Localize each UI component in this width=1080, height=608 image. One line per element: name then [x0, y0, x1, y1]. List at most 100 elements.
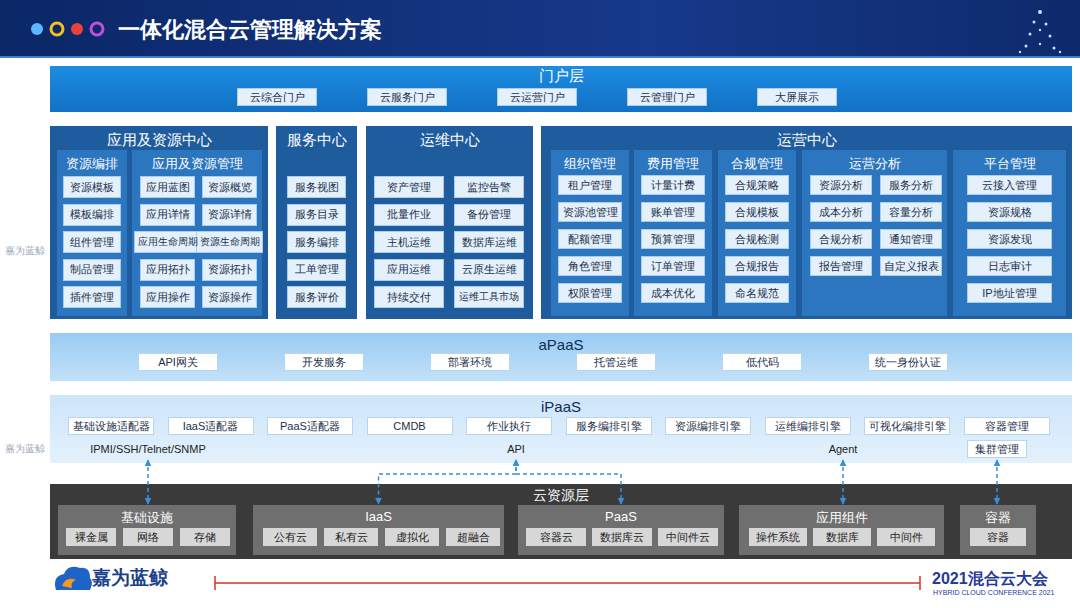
panel-heading: 运营中心 [541, 126, 1072, 150]
function-box: 应用拓扑 [140, 259, 195, 281]
resource-box: 公有云 [263, 528, 317, 546]
function-box: 批量作业 [374, 204, 444, 226]
box-label: 云运营门户 [510, 91, 565, 103]
center-panel: 运维中心资产管理监控告警批量作业备份管理主机运维数据库运维应用运维云原生运维持续… [366, 126, 533, 319]
function-box: 命名规范 [725, 283, 789, 303]
function-box: 工单管理 [287, 259, 346, 281]
dot [71, 23, 83, 35]
box-label: 应用详情 [146, 208, 190, 220]
box-label: 云服务门户 [380, 91, 435, 103]
box-label: 容器 [987, 531, 1009, 543]
box-label: 中间件云 [666, 531, 710, 543]
box-label: IP地址管理 [982, 287, 1036, 299]
box-label: IaaS适配器 [183, 420, 239, 432]
function-box: 通知管理 [880, 229, 942, 249]
box-label: 数据库运维 [462, 236, 517, 248]
box-label: 云综合门户 [250, 91, 305, 103]
box-label: 资源概览 [208, 181, 252, 193]
function-box: 监控告警 [454, 176, 524, 198]
box-label: 操作系统 [756, 531, 800, 543]
panel-heading: 基础设施 [58, 505, 236, 527]
box-label: 资源拓扑 [208, 263, 252, 275]
connector [147, 460, 149, 504]
function-box: 应用详情 [140, 204, 195, 226]
box-label: 运维工具市场 [459, 292, 519, 303]
panel-heading: 服务中心 [276, 126, 357, 150]
resource-box: 中间件 [877, 528, 935, 546]
function-box: 云综合门户 [237, 88, 317, 106]
interface-label: API [496, 440, 536, 458]
resource-box: 私有云 [324, 528, 378, 546]
function-box: 租户管理 [558, 175, 622, 195]
box-label: 云管理门户 [640, 91, 695, 103]
box-label: 制品管理 [70, 263, 114, 275]
layer-band: 云资源层基础设施裸金属网络存储IaaS公有云私有云虚拟化超融合PaaS容器云数据… [50, 484, 1072, 559]
function-box: 容器管理 [964, 417, 1050, 435]
box-label: 角色管理 [568, 260, 612, 272]
box-label: Agent [829, 443, 858, 455]
function-box: 运维工具市场 [454, 286, 524, 308]
box-label: 合规模板 [735, 206, 779, 218]
panel-heading: 容器 [960, 505, 1036, 527]
panel-heading: 应用及资源中心 [50, 126, 268, 150]
box-label: 服务编排引擎 [576, 420, 642, 432]
box-label: 应用操作 [146, 291, 190, 303]
box-label: 资源生命周期 [200, 237, 260, 248]
box-label: API网关 [158, 356, 198, 368]
function-box: 备份管理 [454, 204, 524, 226]
function-box: 资源生命周期 [196, 231, 263, 253]
function-box: 应用运维 [374, 259, 444, 281]
box-label: 基础设施适配器 [73, 420, 150, 432]
sparkle-tree [1019, 10, 1061, 53]
resource-box: 容器云 [526, 528, 586, 546]
box-label: PaaS适配器 [280, 420, 340, 432]
function-box: IP地址管理 [967, 283, 1052, 303]
box-label: 数据库云 [600, 531, 644, 543]
box-label: 插件管理 [70, 291, 114, 303]
box-label: 服务视图 [295, 181, 339, 193]
function-box: 插件管理 [63, 286, 121, 308]
box-label: 计量计费 [651, 179, 695, 191]
connector [516, 460, 621, 504]
function-box: 集群管理 [967, 440, 1027, 458]
function-box: 资源分析 [810, 175, 872, 195]
function-box: API网关 [138, 353, 218, 371]
box-label: CMDB [393, 420, 425, 432]
box-label: 开发服务 [302, 356, 346, 368]
panel-heading: 应用及资源管理 [132, 150, 262, 173]
function-box: 应用操作 [140, 286, 195, 308]
function-box: 服务编排 [287, 231, 346, 253]
box-label: 订单管理 [651, 260, 695, 272]
function-box: 成本分析 [810, 202, 872, 222]
box-label: 裸金属 [75, 531, 108, 543]
function-box: 资源概览 [202, 176, 257, 198]
function-box: 统一身份认证 [868, 353, 948, 371]
box-label: 中间件 [890, 531, 923, 543]
box-label: 可视化编排引擎 [869, 420, 946, 432]
function-box: 资源规格 [967, 202, 1052, 222]
box-label: 资源分析 [819, 179, 863, 191]
resource-box: 虚拟化 [385, 528, 439, 546]
function-box: 资源详情 [202, 204, 257, 226]
function-box: 自定义报表 [880, 256, 942, 276]
interface-label: IPMI/SSH/Telnet/SNMP [73, 440, 223, 458]
connector [842, 460, 844, 504]
box-label: 运维编排引擎 [775, 420, 841, 432]
function-box: 基础设施适配器 [68, 417, 154, 435]
module-panel: 运营分析资源分析服务分析成本分析容量分析合规分析通知管理报告管理自定义报表 [802, 150, 947, 316]
function-box: 服务编排引擎 [566, 417, 652, 435]
page-title: 一体化混合云管理解决方案 [118, 15, 382, 45]
function-box: 资源拓扑 [202, 259, 257, 281]
function-box: 订单管理 [641, 256, 705, 276]
title-bar [0, 0, 1080, 58]
resource-box: 数据库云 [592, 528, 652, 546]
function-box: 角色管理 [558, 256, 622, 276]
conference-subtitle: HYBRID CLOUD CONFERENCE 2021 [933, 589, 1054, 596]
function-box: 主机运维 [374, 231, 444, 253]
box-label: 服务目录 [295, 208, 339, 220]
box-label: 资源规格 [988, 206, 1032, 218]
function-box: 云运营门户 [497, 88, 577, 106]
box-label: 资源池管理 [563, 206, 618, 218]
box-label: 服务编排 [295, 236, 339, 248]
function-box: 运维编排引擎 [765, 417, 851, 435]
